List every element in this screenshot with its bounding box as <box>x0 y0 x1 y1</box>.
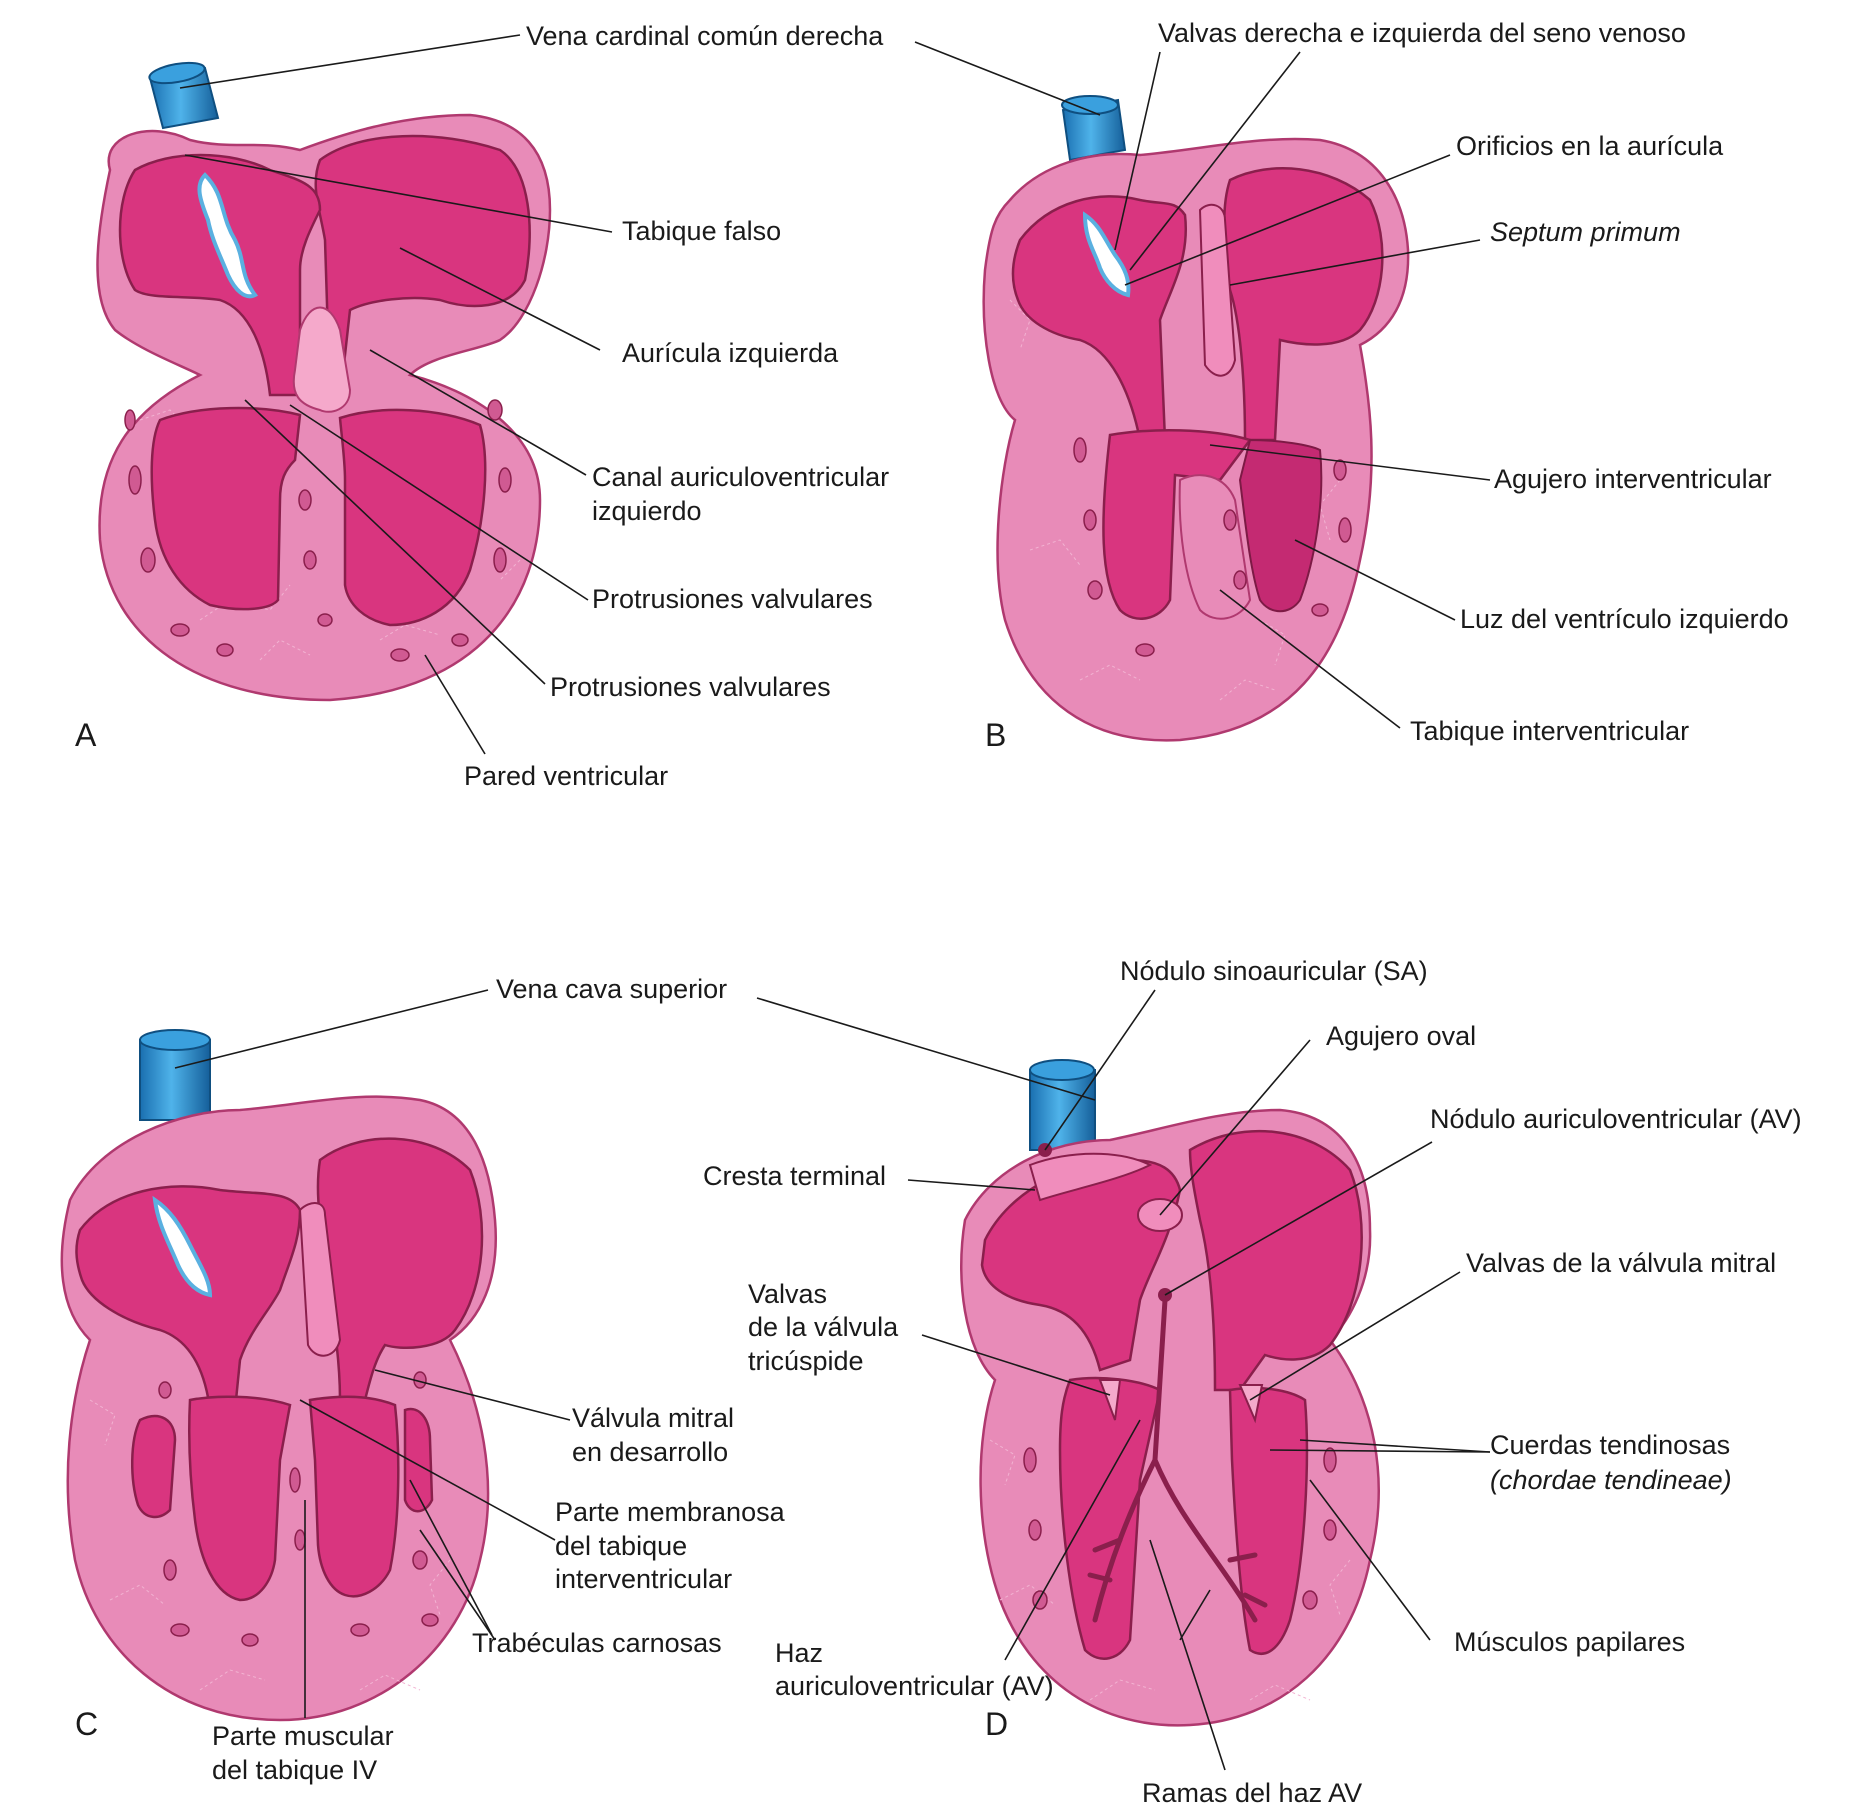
label-nodulo-av: Nódulo auriculoventricular (AV) <box>1430 1104 1802 1134</box>
tissue-texture <box>989 1239 1351 1701</box>
label-vena-cardinal: Vena cardinal común derecha <box>526 21 884 51</box>
tissue-texture <box>89 1229 471 1691</box>
mitral-leaflet <box>1238 1384 1264 1424</box>
panel-c: Vena cava superior Válvula mitral en des… <box>60 974 786 1785</box>
label-membranosa-line2: del tabique <box>555 1531 687 1561</box>
right-ventricle <box>150 406 302 611</box>
septum-cushion <box>292 306 352 413</box>
label-auricula-izquierda: Aurícula izquierda <box>622 338 839 368</box>
sinus-venosus-valve <box>1082 211 1131 298</box>
right-ventricle <box>187 1395 292 1602</box>
label-membranosa-line1: Parte membranosa <box>555 1497 786 1527</box>
label-cresta-terminal: Cresta terminal <box>703 1161 886 1191</box>
left-ventricle <box>1238 438 1323 613</box>
panel-letter-d: D <box>985 1706 1008 1742</box>
right-ventricle <box>1058 1376 1162 1660</box>
panel-d: Nódulo sinoauricular (SA) Agujero oval N… <box>703 956 1802 1808</box>
label-orificios: Orificios en la aurícula <box>1456 131 1724 161</box>
panel-d-leaders <box>756 989 1491 1771</box>
right-atrium <box>1011 195 1188 442</box>
label-luz-ventriculo: Luz del ventrículo izquierdo <box>1460 604 1789 634</box>
label-muscular-line2: del tabique IV <box>212 1755 377 1785</box>
tricuspid-leaflet <box>1098 1379 1122 1421</box>
panel-letter-a: A <box>75 717 97 753</box>
sinus-venosus-valve <box>197 172 259 299</box>
label-tricuspide-line1: Valvas <box>748 1279 827 1309</box>
panel-b: Valvas derecha e izquierda del seno veno… <box>914 18 1789 753</box>
panel-letter-b: B <box>985 717 1006 753</box>
label-protrusiones-2: Protrusiones valvulares <box>550 672 831 702</box>
right-atrium <box>75 1185 302 1412</box>
right-atrium <box>118 153 322 397</box>
label-mitral-line1: Válvula mitral <box>572 1403 734 1433</box>
label-pared-ventricular: Pared ventricular <box>464 761 668 791</box>
vein-vessel <box>1029 1059 1096 1151</box>
label-valvas-mitral: Valvas de la válvula mitral <box>1466 1248 1776 1278</box>
panel-a-leaders <box>179 34 613 755</box>
label-haz-line1: Haz <box>775 1638 823 1668</box>
label-tricuspide-line2: de la válvula <box>748 1312 899 1342</box>
label-protrusiones-1: Protrusiones valvulares <box>592 584 873 614</box>
panel-a: Vena cardinal común derecha Tabique fals… <box>75 21 889 791</box>
septum-primum <box>298 1202 342 1357</box>
sinus-venosus-valve <box>152 1195 213 1298</box>
label-canal-av-line1: Canal auriculoventricular <box>592 462 889 492</box>
label-canal-av-line2: izquierdo <box>592 496 702 526</box>
left-ventricle <box>338 408 487 627</box>
trabeculae <box>1073 437 1352 657</box>
label-agujero-interventricular: Agujero interventricular <box>1494 464 1772 494</box>
trabeculae <box>158 1371 439 1647</box>
label-membranosa-line3: interventricular <box>555 1564 732 1594</box>
vein-vessel <box>1061 95 1127 162</box>
label-septum-primum: Septum primum <box>1490 217 1681 247</box>
left-ventricle-outer <box>403 1407 434 1513</box>
label-tabique-interventricular: Tabique interventricular <box>1410 716 1689 746</box>
label-nodulo-sa: Nódulo sinoauricular (SA) <box>1120 956 1428 986</box>
label-cuerdas-line2: (chordae tendineae) <box>1490 1465 1732 1495</box>
trabeculae <box>1023 1447 1337 1610</box>
label-mitral-line2: en desarrollo <box>572 1437 728 1467</box>
label-ramas-haz: Ramas del haz AV <box>1142 1778 1362 1808</box>
label-cuerdas-line1: Cuerdas tendinosas <box>1490 1430 1730 1460</box>
label-trabeculas-carnosas: Trabéculas carnosas <box>472 1628 722 1658</box>
av-bundle <box>1087 1297 1268 1623</box>
left-atrium <box>1188 1129 1363 1392</box>
left-atrium <box>314 134 531 402</box>
label-vena-cava-superior: Vena cava superior <box>496 974 727 1004</box>
vein-vessel <box>148 61 220 130</box>
vein-vessel <box>139 1029 211 1121</box>
panel-letter-c: C <box>75 1706 98 1742</box>
label-haz-line2: auriculoventricular (AV) <box>775 1671 1054 1701</box>
left-ventricle <box>308 1395 400 1598</box>
septum-primum <box>1198 203 1237 377</box>
panel-b-leaders <box>914 41 1491 729</box>
left-ventricle <box>1228 1386 1309 1655</box>
label-tricuspide-line3: tricúspide <box>748 1346 864 1376</box>
label-musculos-papilares: Músculos papilares <box>1454 1627 1685 1657</box>
label-muscular-line1: Parte muscular <box>212 1721 394 1751</box>
trabeculae <box>124 399 512 662</box>
right-ventricle-outer <box>131 1414 177 1519</box>
label-valvas-seno-venoso: Valvas derecha e izquierda del seno veno… <box>1158 18 1686 48</box>
label-tabique-falso: Tabique falso <box>622 216 781 246</box>
panel-c-leaders <box>174 989 571 1718</box>
label-agujero-oval: Agujero oval <box>1326 1021 1476 1051</box>
crista-terminalis <box>1028 1152 1153 1202</box>
